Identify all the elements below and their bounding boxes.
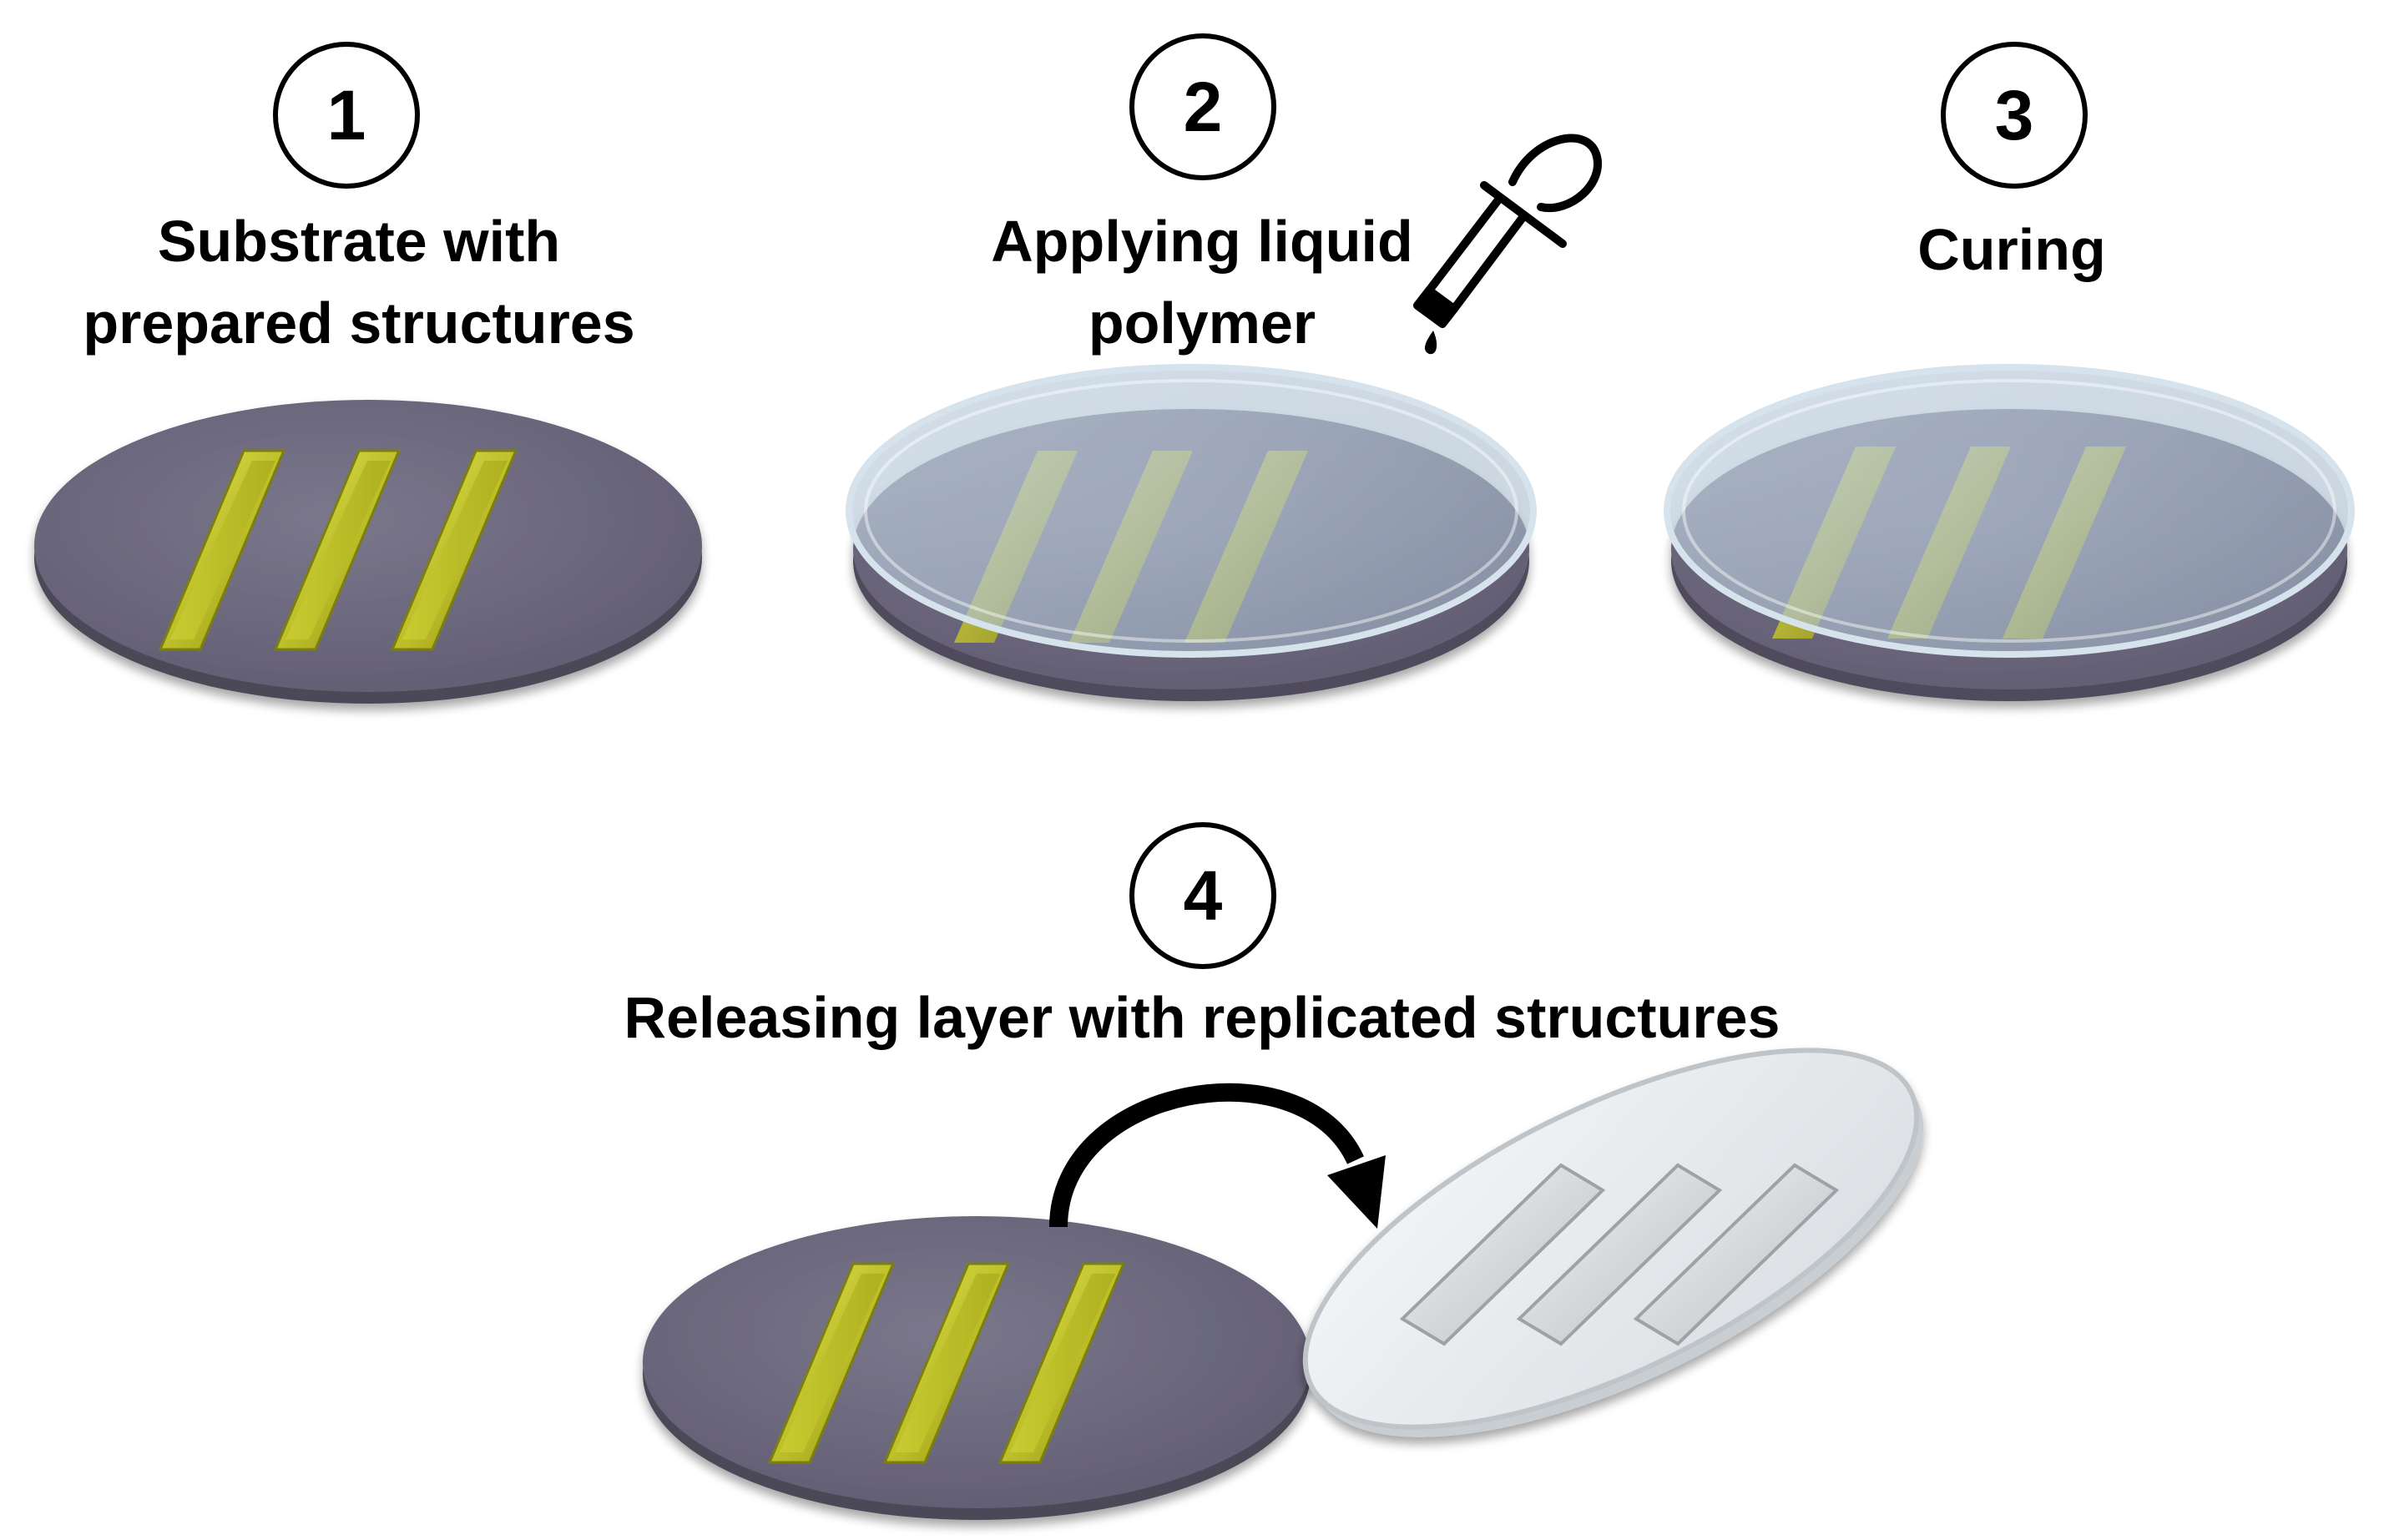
step-3-number: 3 [1941,42,2088,189]
substrate-4 [643,1216,1311,1520]
curved-arrow-icon [1049,1083,1386,1229]
step-1-number: 1 [273,42,420,189]
step-3-label: Curing [1917,217,2106,282]
step-2-label: Applying liquid polymer [991,209,1413,356]
step-2-number: 2 [1129,33,1276,180]
drop-icon [1424,331,1437,355]
cured-layer-3 [1664,364,2355,658]
structures-4 [767,1262,1126,1464]
step-4-label: Releasing layer with replicated structur… [624,985,1780,1050]
dropper-icon [1413,134,1602,328]
replicated-structures [1399,1163,1840,1346]
step-1-label: Substrate with prepared structures [83,209,635,356]
structures-1 [158,449,518,651]
step-4-number: 4 [1129,822,1276,969]
polymer-layer-2 [846,364,1537,658]
substrate-1 [34,400,702,704]
